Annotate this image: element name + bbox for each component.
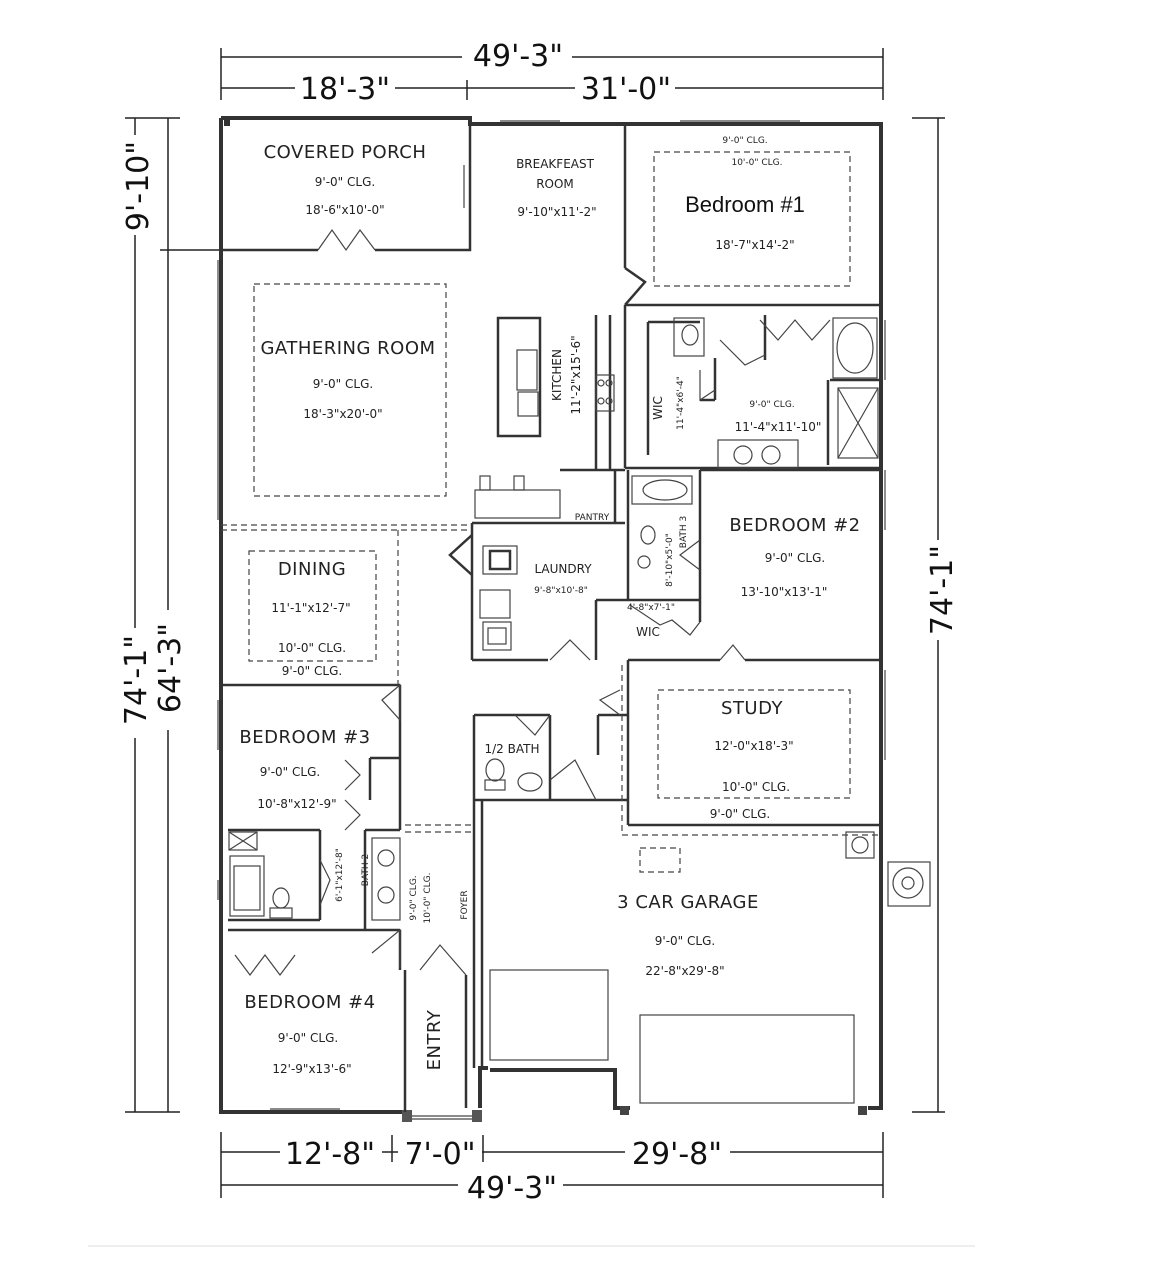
kitchen-name: KITCHEN <box>550 349 564 401</box>
master-bath-ceiling: 9'-0" CLG. <box>749 400 794 410</box>
dim-left-upper: 9'-10" <box>121 141 156 231</box>
bedroom3-ceiling: 9'-0" CLG. <box>260 765 320 779</box>
dim-top-total: 49'-3" <box>473 39 563 74</box>
covered-porch-ceiling: 9'-0" CLG. <box>315 175 375 189</box>
bedroom2-size: 13'-10"x13'-1" <box>741 585 828 599</box>
foyer-ceiling2: 10'-0" CLG. <box>423 872 433 923</box>
pantry-name: PANTRY <box>575 513 610 523</box>
covered-porch-name: COVERED PORCH <box>264 142 427 163</box>
fixtures <box>217 120 931 1110</box>
dashed-lines <box>221 151 881 873</box>
study-ceiling1: 10'-0" CLG. <box>722 780 790 794</box>
breakfast-size: 9'-10"x11'-2" <box>517 205 596 219</box>
breakfast-name2: ROOM <box>536 177 574 191</box>
dining-ceiling2: 9'-0" CLG. <box>282 664 342 678</box>
bedroom1-size: 18'-7"x14'-2" <box>715 238 794 252</box>
bedroom4-name: BEDROOM #4 <box>244 992 375 1013</box>
gathering-room-name: GATHERING ROOM <box>260 338 435 359</box>
room-labels: COVERED PORCH 9'-0" CLG. 18'-6"x10'-0" B… <box>239 136 860 1076</box>
wic2-size: 4'-8"x7'-1" <box>627 603 675 613</box>
entry-name: ENTRY <box>424 1009 445 1070</box>
laundry-name: LAUNDRY <box>534 562 592 576</box>
gathering-room-ceiling: 9'-0" CLG. <box>313 377 373 391</box>
bath3-size: 8'-10"x5'-0" <box>665 533 675 587</box>
foyer-ceiling1: 9'-0" CLG. <box>409 875 419 920</box>
bedroom4-ceiling: 9'-0" CLG. <box>278 1031 338 1045</box>
bath2-size: 6'-1"x12'-8" <box>335 848 345 902</box>
doors <box>234 228 831 976</box>
bedroom3-name: BEDROOM #3 <box>239 727 370 748</box>
dim-left-total: 74'-1" <box>119 635 154 725</box>
garage-name: 3 CAR GARAGE <box>617 892 759 913</box>
kitchen-size: 11'-2"x15'-6" <box>569 335 583 414</box>
wic1-size: 11'-4"x6'-4" <box>676 376 686 430</box>
exterior-walls <box>219 116 883 1122</box>
bedroom1-name: Bedroom #1 <box>685 192 805 217</box>
dim-top-right: 31'-0" <box>581 72 671 107</box>
wic1-name: WIC <box>651 396 665 420</box>
dim-bottom-right: 29'-8" <box>632 1137 722 1172</box>
dim-left-lower: 64'-3" <box>153 623 188 713</box>
laundry-size: 9'-8"x10'-8" <box>534 586 588 596</box>
bath3-name: BATH 3 <box>679 516 689 548</box>
breakfast-name1: BREAKFEAST <box>516 157 595 171</box>
master-bath-size: 11'-4"x11'-10" <box>735 420 822 434</box>
bedroom1-ceiling2: 10'-0" CLG. <box>731 158 782 168</box>
wic2-name: WIC <box>636 625 660 639</box>
dining-name: DINING <box>278 559 346 580</box>
bath2-name: BATH 2 <box>361 854 371 886</box>
study-name: STUDY <box>721 698 783 719</box>
gathering-room-size: 18'-3"x20'-0" <box>303 407 382 421</box>
covered-porch-size: 18'-6"x10'-0" <box>305 203 384 217</box>
dining-ceiling1: 10'-0" CLG. <box>278 641 346 655</box>
half-bath-name: 1/2 BATH <box>485 742 540 756</box>
dim-bottom-left: 12'-8" <box>285 1137 375 1172</box>
garage-ceiling: 9'-0" CLG. <box>655 934 715 948</box>
dining-size: 11'-1"x12'-7" <box>271 601 350 615</box>
bedroom2-ceiling: 9'-0" CLG. <box>765 551 825 565</box>
bedroom1-ceiling1: 9'-0" CLG. <box>722 136 767 146</box>
bedroom3-size: 10'-8"x12'-9" <box>257 797 336 811</box>
garage-size: 22'-8"x29'-8" <box>645 964 724 978</box>
study-size: 12'-0"x18'-3" <box>714 739 793 753</box>
foyer-name: FOYER <box>460 890 470 919</box>
interior-walls <box>221 124 881 1112</box>
dim-top-left: 18'-3" <box>300 72 390 107</box>
dim-bottom-mid: 7'-0" <box>404 1137 475 1172</box>
bedroom2-name: BEDROOM #2 <box>729 515 860 536</box>
study-ceiling2: 9'-0" CLG. <box>710 807 770 821</box>
bedroom4-size: 12'-9"x13'-6" <box>272 1062 351 1076</box>
dim-right-total: 74'-1" <box>925 545 960 635</box>
dim-bottom-total: 49'-3" <box>467 1171 557 1206</box>
